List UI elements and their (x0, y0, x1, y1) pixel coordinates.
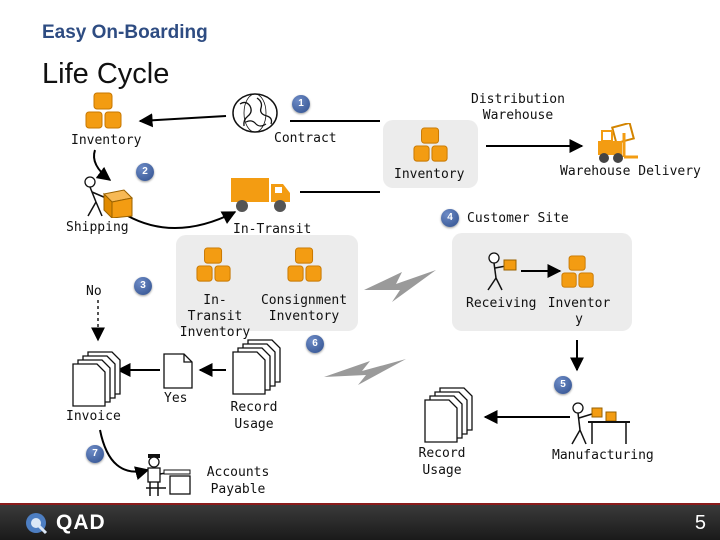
lightning-icon (324, 359, 406, 385)
inventory-label: Inventor y (547, 296, 611, 327)
invoice-label: Invoice (66, 409, 121, 424)
worker-icon (571, 402, 630, 445)
step-badge-5: 5 (554, 376, 572, 394)
step-badge-6: 6 (306, 335, 324, 353)
document-stack-icon (72, 351, 121, 407)
yes-label: Yes (164, 391, 188, 406)
lightning-icon (364, 270, 436, 302)
no-label: No (86, 284, 102, 299)
record-usage-label: Record Usage (418, 446, 466, 478)
footer (0, 505, 720, 540)
worker-icon (84, 176, 134, 218)
step-badge-1: 1 (292, 95, 310, 113)
step-badge-3: 3 (134, 277, 152, 295)
box-stack-icon (561, 255, 594, 288)
document-icon (163, 353, 193, 389)
inventory-label: Inventory (71, 133, 142, 148)
qad-logo: QAD (56, 511, 106, 534)
document-stack-icon (232, 339, 281, 395)
footer-accent-bar (0, 503, 720, 506)
box-stack-icon (287, 247, 322, 282)
box-stack-icon (85, 92, 122, 129)
step-badge-4: 4 (441, 209, 459, 227)
globe-icon (232, 93, 278, 133)
consignment-inventory-label: Consignment Inventory (260, 293, 348, 324)
record-usage-label: Record Usage (230, 400, 278, 432)
shipping-label: Shipping (66, 220, 129, 235)
accounts-payable-label: Accounts Payable (206, 465, 270, 497)
qad-logo-icon (26, 513, 48, 535)
in-transit-label: In-Transit (233, 222, 312, 237)
distribution-warehouse-label: Distribution Warehouse (471, 92, 565, 123)
page-number: 5 (694, 512, 706, 534)
box-stack-icon (413, 127, 448, 162)
document-stack-icon (424, 387, 473, 443)
worker-icon (487, 252, 517, 291)
receiving-label: Receiving (466, 296, 537, 311)
box-stack-icon (196, 247, 231, 282)
desk-worker-icon (146, 454, 191, 496)
manufacturing-label: Manufacturing (552, 448, 654, 463)
warehouse-delivery-label: Warehouse Delivery (560, 164, 701, 179)
customer-site-panel (452, 233, 632, 331)
customer-site-label: Customer Site (467, 211, 569, 226)
truck-icon (231, 178, 290, 212)
slide-subtitle: Easy On-Boarding (42, 22, 208, 43)
step-badge-2: 2 (136, 163, 154, 181)
contract-label: Contract (274, 131, 337, 146)
in-transit-inventory-label: In-Transit Inventory (179, 293, 251, 340)
inventory-label: Inventory (394, 167, 465, 182)
slide-title: Life Cycle (42, 58, 170, 90)
step-badge-7: 7 (86, 445, 104, 463)
forklift-icon (598, 123, 638, 163)
